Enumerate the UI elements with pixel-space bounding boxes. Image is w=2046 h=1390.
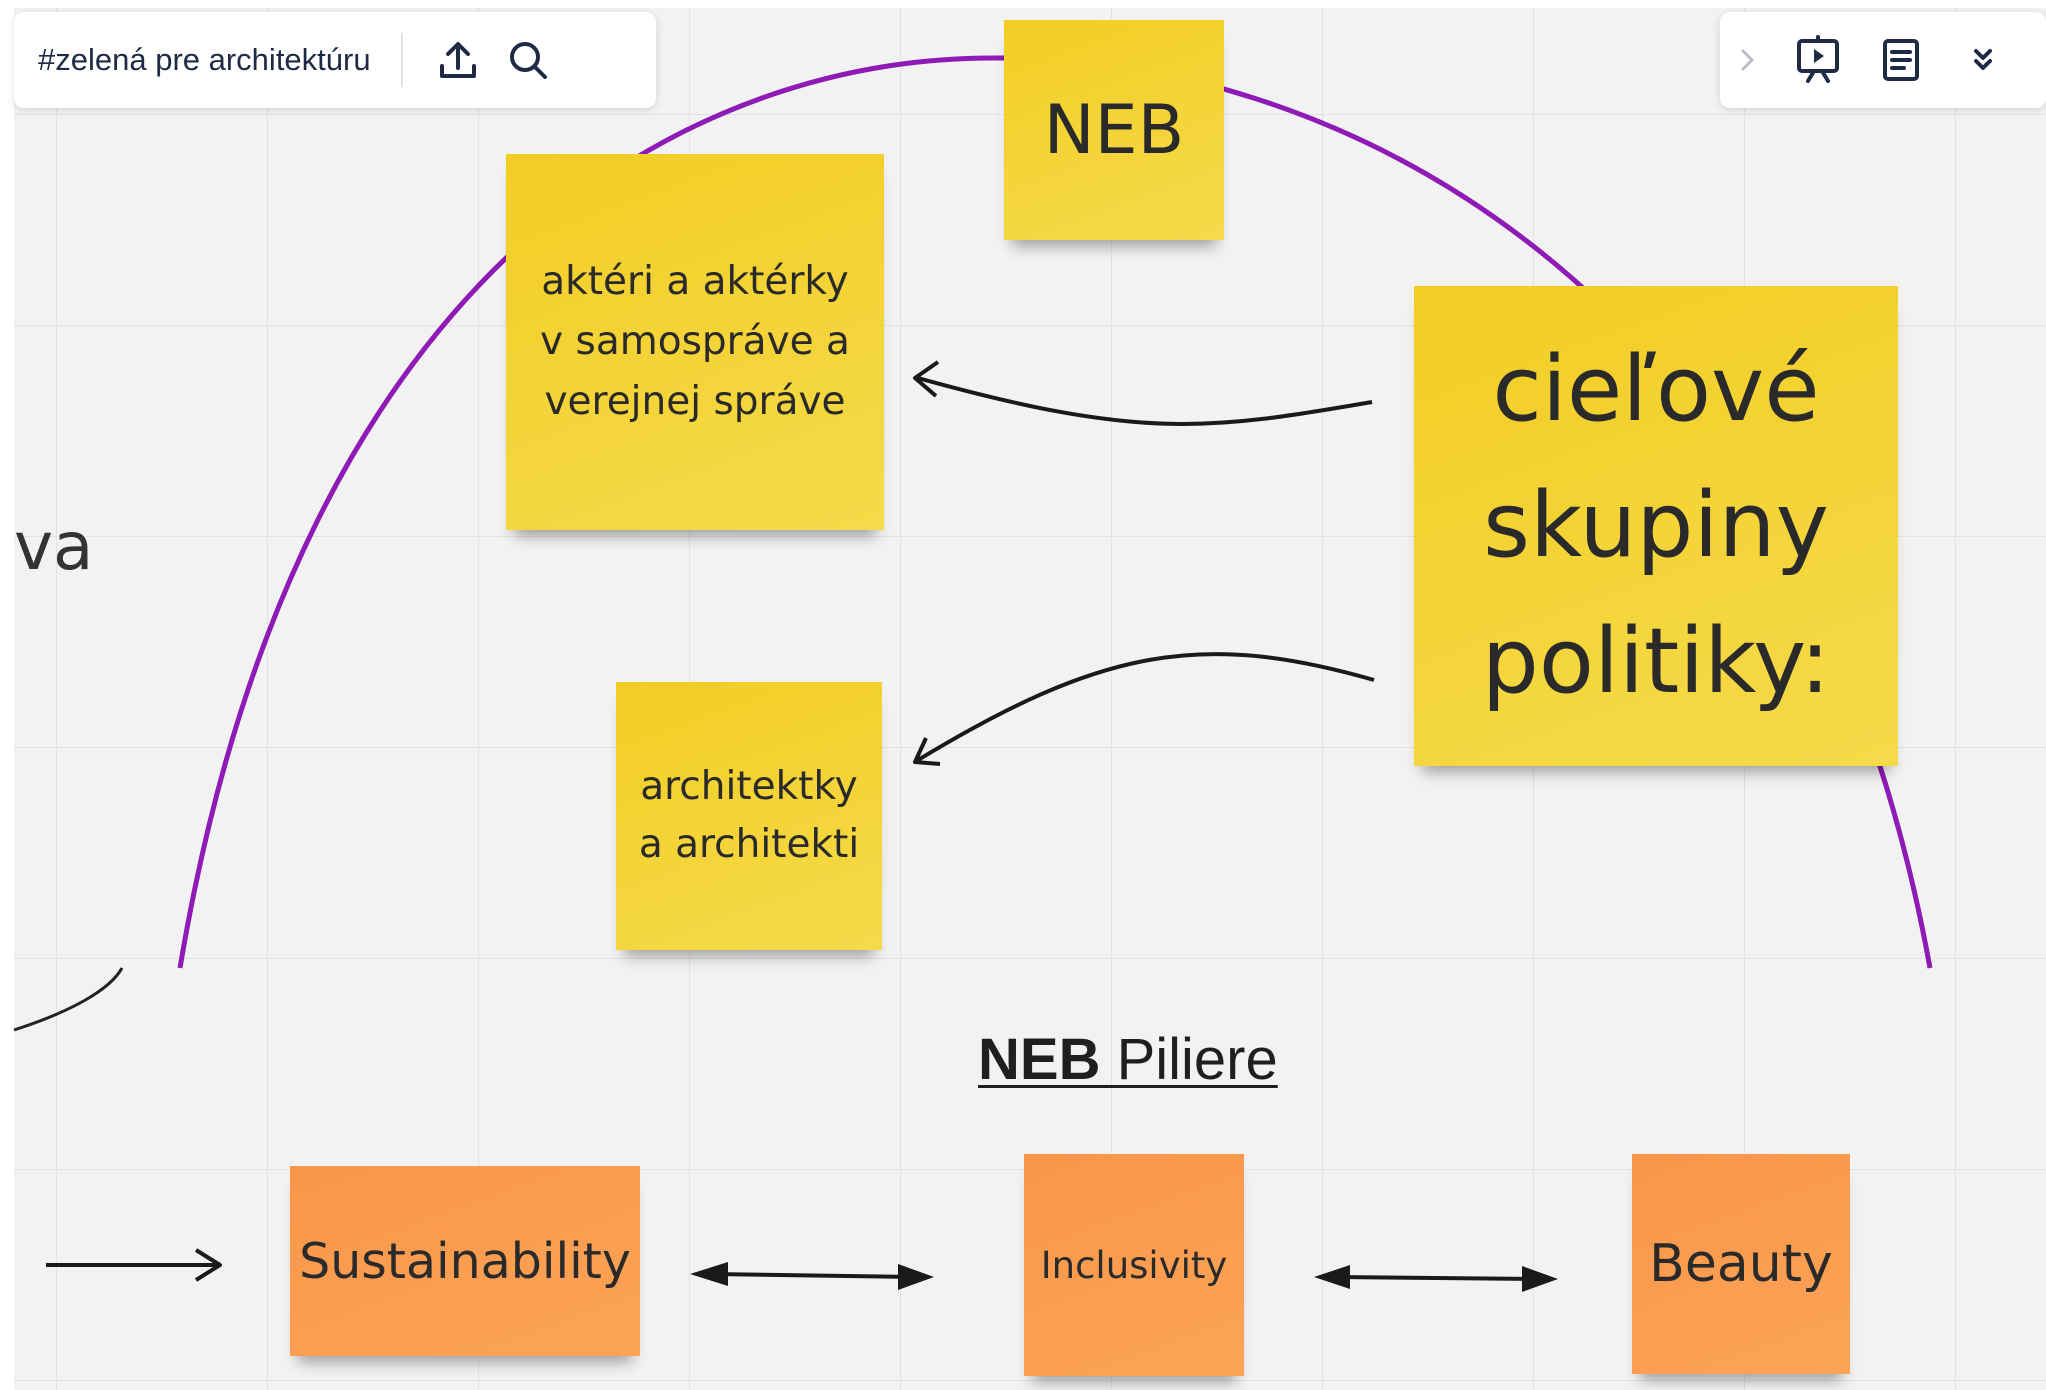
double-chevron-down-icon xyxy=(1974,49,1992,70)
expand-button[interactable] xyxy=(1720,25,1776,95)
upload-icon xyxy=(439,42,476,78)
upload-button[interactable] xyxy=(423,25,493,95)
board-name[interactable]: #zelená pre architektúru xyxy=(38,42,371,77)
sticky-neb[interactable]: NEB xyxy=(1004,20,1224,240)
notes-icon xyxy=(1883,39,1919,81)
sticky-architekti[interactable]: architektky a architekti xyxy=(616,682,882,950)
search-button[interactable] xyxy=(493,25,563,95)
double-arrow-inclusivity-beauty[interactable] xyxy=(1333,1275,1541,1281)
sticky-neb-text: NEB xyxy=(1043,90,1185,170)
sticky-inclusivity[interactable]: Inclusivity xyxy=(1024,1154,1244,1376)
pillars-title-rest: Piliere xyxy=(1100,1027,1278,1092)
presentation-button[interactable] xyxy=(1776,25,1860,95)
sticky-sustainability[interactable]: Sustainability xyxy=(290,1166,640,1356)
board-toolbar: #zelená pre architektúru xyxy=(14,12,656,108)
sticky-architekti-text: architektky a architekti xyxy=(638,764,860,867)
sticky-cielove[interactable]: cieľové skupiny politiky: xyxy=(1414,286,1898,766)
arrow-to-architekti[interactable] xyxy=(916,652,1375,762)
arrow-to-aktori[interactable] xyxy=(917,376,1373,426)
sticky-cielove-text: cieľové skupiny politiky: xyxy=(1481,337,1831,714)
double-arrow-sustainability-inclusivity[interactable] xyxy=(711,1272,919,1279)
search-icon xyxy=(509,42,547,79)
presentation-toolbar xyxy=(1720,12,2046,108)
collapse-button[interactable] xyxy=(1942,25,2024,95)
sticky-aktori-text: aktéri a aktérky v samospráve a verejnej… xyxy=(540,259,850,424)
sticky-beauty[interactable]: Beauty xyxy=(1632,1154,1850,1374)
sticky-aktori[interactable]: aktéri a aktérky v samospráve a verejnej… xyxy=(506,154,884,530)
sticky-beauty-text: Beauty xyxy=(1649,1234,1833,1294)
pillars-title[interactable]: NEB Piliere xyxy=(978,1026,1278,1093)
chevron-right-icon xyxy=(1741,49,1754,71)
partial-curve[interactable] xyxy=(13,967,124,1032)
notes-button[interactable] xyxy=(1860,25,1942,95)
presentation-icon xyxy=(1797,35,1839,83)
partial-text[interactable]: va xyxy=(14,508,94,585)
sticky-inclusivity-text: Inclusivity xyxy=(1040,1243,1228,1287)
toolbar-divider xyxy=(400,33,403,87)
sticky-sustainability-text: Sustainability xyxy=(299,1232,631,1290)
pillars-title-bold: NEB xyxy=(978,1027,1101,1092)
